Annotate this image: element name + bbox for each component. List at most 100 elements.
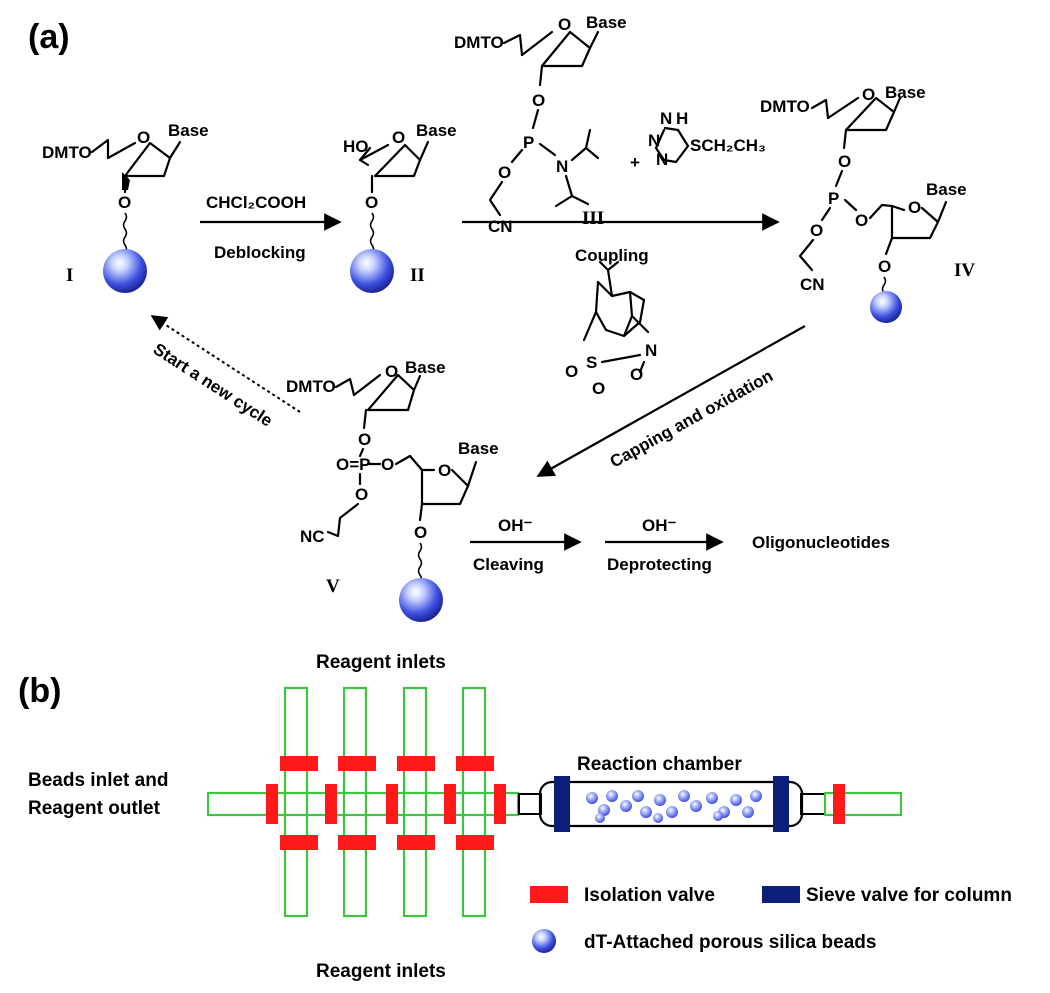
dmto-label: DMTO bbox=[454, 33, 504, 52]
isolation-valve bbox=[833, 784, 845, 824]
ring-oxygen: O bbox=[438, 461, 451, 480]
dmto-label: DMTO bbox=[760, 97, 810, 116]
chamber-connector-right bbox=[800, 793, 826, 815]
oxygen: O bbox=[358, 430, 371, 449]
reagent-channel-4 bbox=[461, 686, 487, 918]
ring-oxygen: O bbox=[558, 15, 571, 34]
compound-IV: DMTO O Base O P O CN O O Base O IV bbox=[760, 83, 975, 323]
ho-label: HO bbox=[343, 137, 369, 156]
n-atom: N bbox=[656, 150, 668, 169]
linker-oxygen: O bbox=[878, 257, 891, 276]
bead-icon bbox=[870, 291, 902, 323]
deprotecting-label: Deprotecting bbox=[607, 555, 712, 574]
oxygen: O bbox=[532, 91, 545, 110]
h-atom: H bbox=[676, 109, 688, 128]
base-label: Base bbox=[458, 439, 499, 458]
bead-swatch bbox=[532, 929, 556, 953]
legend-sieve-valve: Sieve valve for column bbox=[806, 885, 1012, 906]
ethylthio-label: SCH₂CH₃ bbox=[690, 136, 766, 155]
n-atom: N bbox=[660, 109, 672, 128]
oxygen: O bbox=[498, 163, 511, 182]
isolation-valve bbox=[456, 756, 494, 771]
compound-V: DMTO O Base O O=P O O NC O Base O V bbox=[286, 358, 499, 622]
oxygen: O bbox=[838, 152, 851, 171]
chamber-beads bbox=[586, 790, 762, 823]
isolation-valve bbox=[456, 835, 494, 850]
compound-label-IV: IV bbox=[954, 260, 975, 281]
sulfur: S bbox=[586, 353, 597, 372]
sieve-valve bbox=[554, 776, 570, 832]
new-cycle-step: Start a new cycle bbox=[150, 315, 301, 430]
legend-isolation-valve: Isolation valve bbox=[584, 885, 715, 906]
product-label: Oligonucleotides bbox=[752, 533, 890, 552]
deblocking-step: CHCl₂COOH Deblocking bbox=[200, 193, 342, 262]
nitrogen: N bbox=[556, 157, 568, 176]
ring-oxygen: O bbox=[908, 198, 921, 217]
legend-beads: dT-Attached porous silica beads bbox=[584, 932, 876, 953]
dmto-label: DMTO bbox=[42, 143, 92, 162]
sieve-valve bbox=[773, 776, 789, 832]
tetrazole-reagent: N H N N SCH₂CH₃ bbox=[648, 109, 766, 169]
phosphorus: P bbox=[828, 189, 839, 208]
chamber-connector-left bbox=[518, 793, 542, 815]
isolation-valve bbox=[397, 756, 435, 771]
oxygen: O bbox=[565, 362, 578, 381]
isolation-valve bbox=[325, 784, 337, 824]
compound-II: HO O Base O II bbox=[343, 121, 457, 293]
sieve-valve-swatch bbox=[762, 886, 800, 903]
ring-oxygen: O bbox=[385, 362, 398, 381]
oxygen: O bbox=[355, 485, 368, 504]
deblocking-label: Deblocking bbox=[214, 243, 306, 262]
nitrogen: N bbox=[645, 341, 657, 360]
plus-sign: + bbox=[630, 153, 640, 172]
bead-icon bbox=[103, 249, 147, 293]
oh-reagent-2: OH⁻ bbox=[642, 516, 677, 535]
reagent-channel-1 bbox=[283, 686, 309, 918]
phosphoryl-label: O=P bbox=[336, 455, 371, 474]
bead-icon bbox=[350, 249, 394, 293]
ring-oxygen: O bbox=[862, 85, 875, 104]
cleavage-steps: OH⁻ Cleaving OH⁻ Deprotecting Oligonucle… bbox=[470, 516, 890, 574]
outlet-channel bbox=[823, 791, 903, 817]
base-label: Base bbox=[168, 121, 209, 140]
base-label: Base bbox=[586, 13, 627, 32]
linker-oxygen: O bbox=[414, 523, 427, 542]
isolation-valve bbox=[338, 756, 376, 771]
cyano-label: CN bbox=[488, 217, 513, 236]
compound-III: DMTO O Base O P O CN N III bbox=[454, 13, 627, 236]
coupling-label: Coupling bbox=[575, 246, 649, 265]
oh-reagent-1: OH⁻ bbox=[498, 516, 533, 535]
base-label: Base bbox=[416, 121, 457, 140]
oxygen: O bbox=[381, 455, 394, 474]
compound-label-I: I bbox=[66, 265, 73, 286]
oxygen: O bbox=[855, 211, 868, 230]
phosphorus: P bbox=[523, 133, 534, 152]
bead-icon bbox=[399, 578, 443, 622]
reaction-chamber bbox=[538, 780, 804, 828]
isolation-valve bbox=[280, 756, 318, 771]
linker-oxygen: O bbox=[365, 193, 378, 212]
isolation-valve bbox=[386, 784, 398, 824]
panel-a-label: (a) bbox=[28, 18, 70, 56]
reagent-channel-2 bbox=[342, 686, 368, 918]
legend: Isolation valve Sieve valve for column d… bbox=[530, 885, 1012, 953]
linker-oxygen: O bbox=[118, 193, 131, 212]
base-label: Base bbox=[926, 180, 967, 199]
reaction-chamber-label: Reaction chamber bbox=[577, 754, 742, 775]
microfluidic-device: Reaction chamber bbox=[206, 686, 903, 918]
capping-step: Capping and oxidation bbox=[536, 325, 806, 477]
compound-label-III: III bbox=[582, 208, 604, 229]
base-label: Base bbox=[885, 83, 926, 102]
beads-inlet-label: Beads inlet and bbox=[28, 770, 168, 791]
isolation-valve-swatch bbox=[530, 886, 568, 903]
cyano-label: NC bbox=[300, 527, 325, 546]
dmto-label: DMTO bbox=[286, 377, 336, 396]
isolation-valve bbox=[494, 784, 506, 824]
reagent-inlets-top-label: Reagent inlets bbox=[316, 652, 446, 673]
ring-oxygen: O bbox=[392, 128, 405, 147]
reagent-channel-3 bbox=[402, 686, 428, 918]
panel-b-label: (b) bbox=[18, 672, 61, 710]
compound-label-V: V bbox=[326, 576, 340, 597]
